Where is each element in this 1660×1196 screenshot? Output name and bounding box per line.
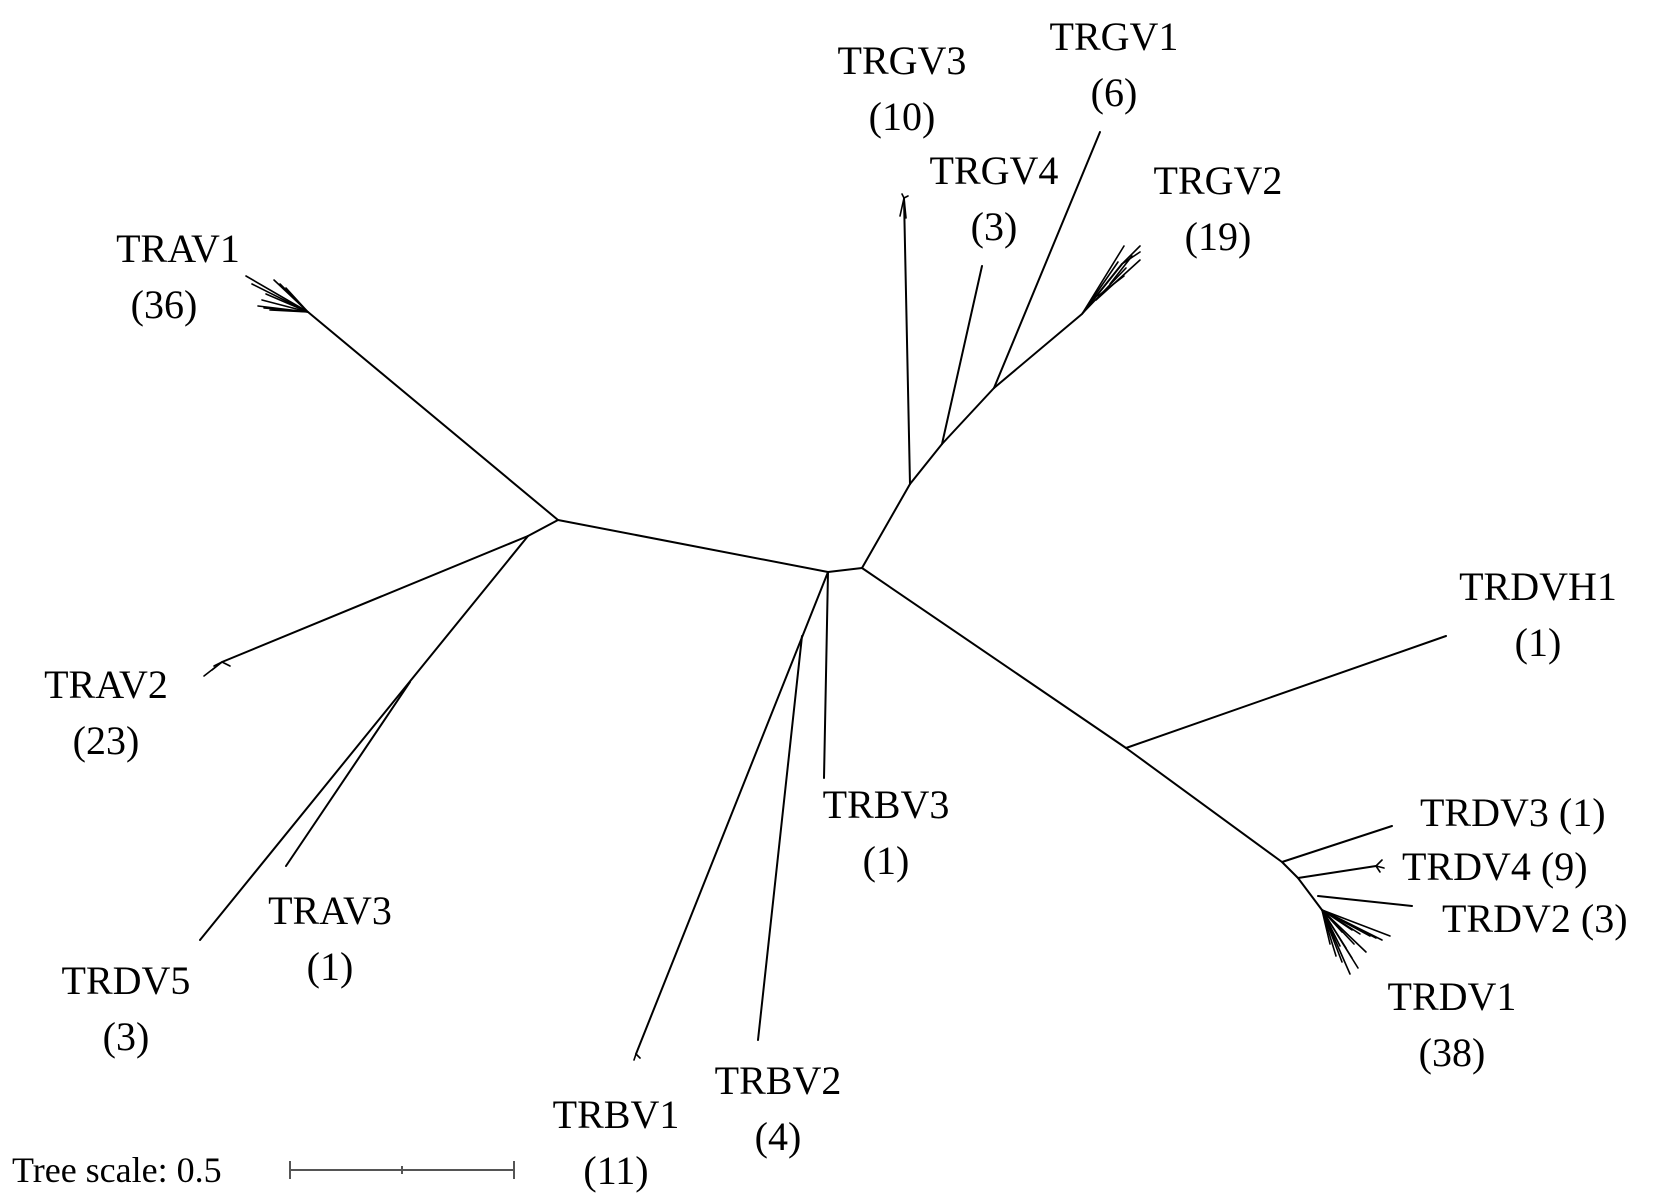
tuft-trav1 xyxy=(245,275,309,313)
leaf-tufts xyxy=(203,193,1391,1061)
branch-trgv1 xyxy=(993,131,1101,389)
count-trdv1: (38) xyxy=(1419,1030,1486,1075)
tree-scale-label: Tree scale: 0.5 xyxy=(12,1150,222,1190)
branch-trdv3 xyxy=(1281,825,1393,863)
label-trav2: TRAV2 xyxy=(44,662,168,707)
tuft-trdv1 xyxy=(1321,909,1391,975)
tuft-trgv2 xyxy=(1081,245,1141,315)
branch-trdvh1 xyxy=(1125,635,1447,749)
branch-trbv3 xyxy=(823,571,829,779)
tuft-trdv4 xyxy=(1375,859,1385,873)
branch-gamma-stem xyxy=(861,483,911,569)
label-trgv3: TRGV3 xyxy=(838,38,967,83)
label-trdv3: TRDV3 (1) xyxy=(1420,790,1606,835)
label-trdv1: TRDV1 xyxy=(1388,974,1517,1019)
label-trbv2: TRBV2 xyxy=(715,1058,842,1103)
count-trgv2: (19) xyxy=(1185,214,1252,259)
label-trdv4: TRDV4 (9) xyxy=(1402,844,1588,889)
count-trav1: (36) xyxy=(131,282,198,327)
branch-trav3 xyxy=(285,681,411,867)
branch-trgv3 xyxy=(903,197,911,485)
branch-trav1 xyxy=(307,311,559,521)
label-trgv2: TRGV2 xyxy=(1154,158,1283,203)
count-trbv1: (11) xyxy=(583,1148,648,1193)
count-trgv4: (3) xyxy=(971,204,1018,249)
label-trgv4: TRGV4 xyxy=(930,148,1059,193)
branch-trav2 xyxy=(221,535,529,663)
branch-trgv4 xyxy=(941,265,983,445)
count-trav3: (1) xyxy=(307,944,354,989)
branch-delta-stem xyxy=(861,567,1127,749)
label-trgv1: TRGV1 xyxy=(1050,14,1179,59)
count-trgv1: (6) xyxy=(1091,70,1138,115)
count-trdvh1: (1) xyxy=(1515,620,1562,665)
label-trbv3: TRBV3 xyxy=(823,782,950,827)
count-trav2: (23) xyxy=(73,718,140,763)
label-trav1: TRAV1 xyxy=(116,226,240,271)
label-trdv2: TRDV2 (3) xyxy=(1442,896,1628,941)
tree-branches xyxy=(199,131,1447,1055)
tree-scale: Tree scale: 0.5 xyxy=(12,1150,515,1190)
label-trdv5: TRDV5 xyxy=(62,958,191,1003)
branch-trdv2 xyxy=(1317,895,1413,907)
count-trbv2: (4) xyxy=(755,1114,802,1159)
count-trdv5: (3) xyxy=(103,1014,150,1059)
branch-trdv5 xyxy=(199,535,529,941)
tuft-trgv3 xyxy=(899,193,909,219)
tuft-trbv1 xyxy=(633,1053,641,1061)
count-trbv3: (1) xyxy=(863,838,910,883)
branch-trbv2 xyxy=(757,635,803,1041)
label-trdvh1: TRDVH1 xyxy=(1459,564,1617,609)
tree-scale-bar xyxy=(289,1161,515,1179)
tuft-trav2 xyxy=(203,661,231,677)
label-trbv1: TRBV1 xyxy=(553,1092,680,1137)
branch-alpha-lower xyxy=(527,519,559,537)
count-trgv3: (10) xyxy=(869,94,936,139)
branch-trbv1 xyxy=(635,571,829,1055)
branch-delta-inner xyxy=(1125,747,1323,911)
label-trav3: TRAV3 xyxy=(268,888,392,933)
clade-labels: TRAV1 (36) TRAV2 (23) TRAV3 (1) TRDV5 (3… xyxy=(44,14,1627,1193)
branch-spine-left xyxy=(557,519,863,573)
branch-trdv4 xyxy=(1297,865,1377,879)
